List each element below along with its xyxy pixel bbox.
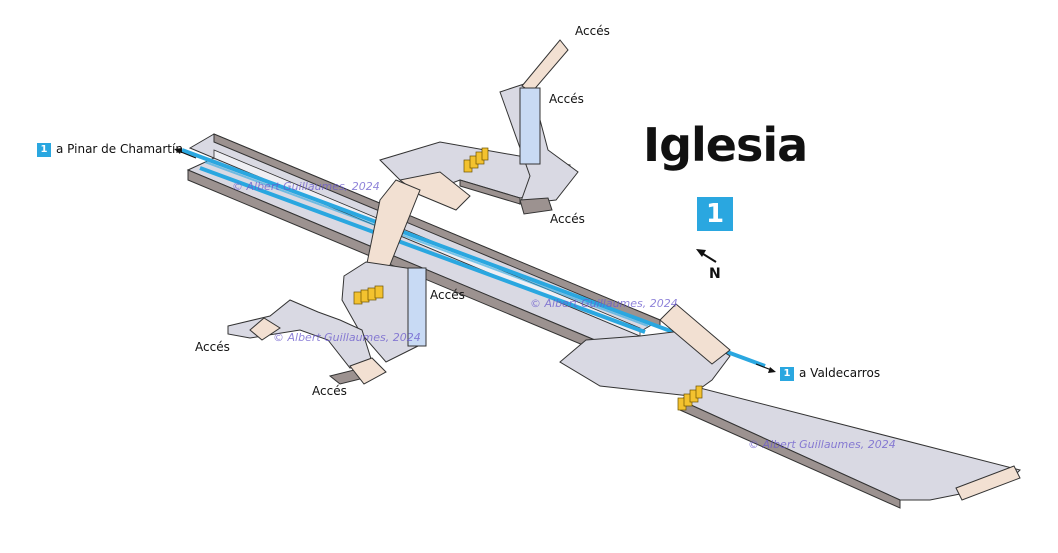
vestibule-north — [379, 39, 579, 215]
exit-label: Accés — [430, 288, 465, 302]
vestibule-west — [227, 179, 427, 385]
stairs-south — [677, 385, 703, 411]
exit-label: Accés — [550, 212, 585, 226]
watermark: © Albert Guillaumes, 2024 — [748, 438, 896, 451]
exit-label: Accés — [312, 384, 347, 398]
watermark: © Albert Guillaumes, 2024 — [232, 180, 380, 193]
elevator-west — [407, 267, 427, 347]
north-exit-ramp — [521, 39, 569, 93]
station-title: Iglesia — [643, 118, 808, 172]
track-line-1 — [181, 148, 766, 368]
exit-label: Accés — [195, 340, 230, 354]
exit-label: Accés — [549, 92, 584, 106]
direction-label-chamartin: 1 a Pinar de Chamartín — [37, 142, 183, 157]
track-line-3 — [204, 161, 649, 327]
stairs-west — [353, 285, 384, 305]
north-arrow-icon — [696, 249, 717, 263]
watermark: © Albert Guillaumes, 2024 — [273, 331, 421, 344]
north-label: N — [709, 266, 721, 282]
south-vestibule-floor — [559, 329, 731, 397]
south-vestibule-ramp — [659, 303, 731, 365]
line-badge: 1 — [697, 197, 733, 231]
direction-text: a Pinar de Chamartín — [56, 142, 183, 156]
watermark: © Albert Guillaumes, 2024 — [530, 297, 678, 310]
stairs-north — [463, 147, 489, 173]
north-exit-ramp-2 — [519, 197, 553, 215]
direction-arrow-valdecarros — [755, 363, 776, 373]
platform-hall — [181, 133, 766, 368]
line-badge-small: 1 — [780, 366, 794, 381]
west-exit-ramp-1 — [249, 317, 281, 341]
vestibule-south — [559, 303, 1021, 509]
direction-arrow-chamartin — [174, 148, 197, 159]
line-badge-small: 1 — [37, 142, 51, 157]
direction-text: a Valdecarros — [799, 366, 881, 380]
track-line-2 — [199, 166, 646, 334]
exit-label: Accés — [575, 24, 610, 38]
west-exit-ramp-3 — [349, 357, 387, 385]
elevator-north — [519, 87, 541, 165]
west-vestibule-floor — [341, 261, 421, 363]
crossing-bridge — [365, 179, 421, 271]
direction-label-valdecarros: 1 a Valdecarros — [780, 366, 880, 381]
south-exit-ramp — [955, 465, 1021, 501]
